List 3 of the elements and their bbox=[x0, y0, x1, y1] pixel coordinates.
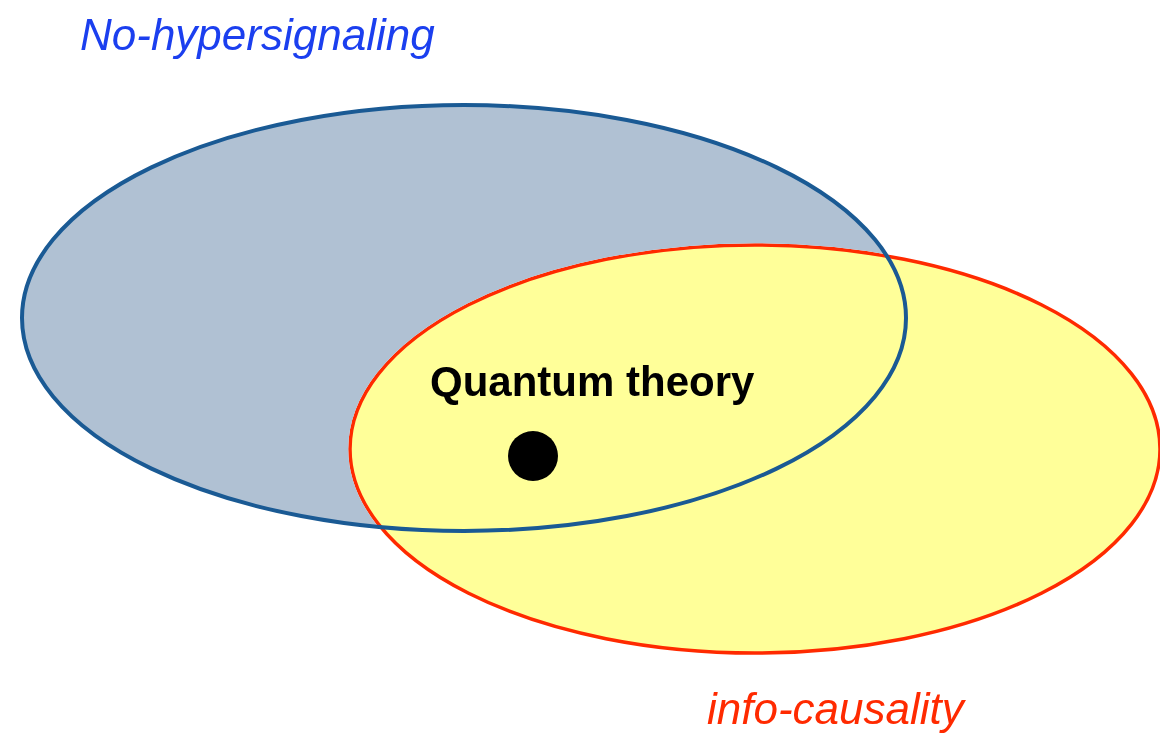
set-title: info-causality bbox=[707, 687, 964, 731]
set-title: No-hypersignaling bbox=[80, 13, 435, 57]
point-label: Quantum theory bbox=[430, 361, 755, 403]
